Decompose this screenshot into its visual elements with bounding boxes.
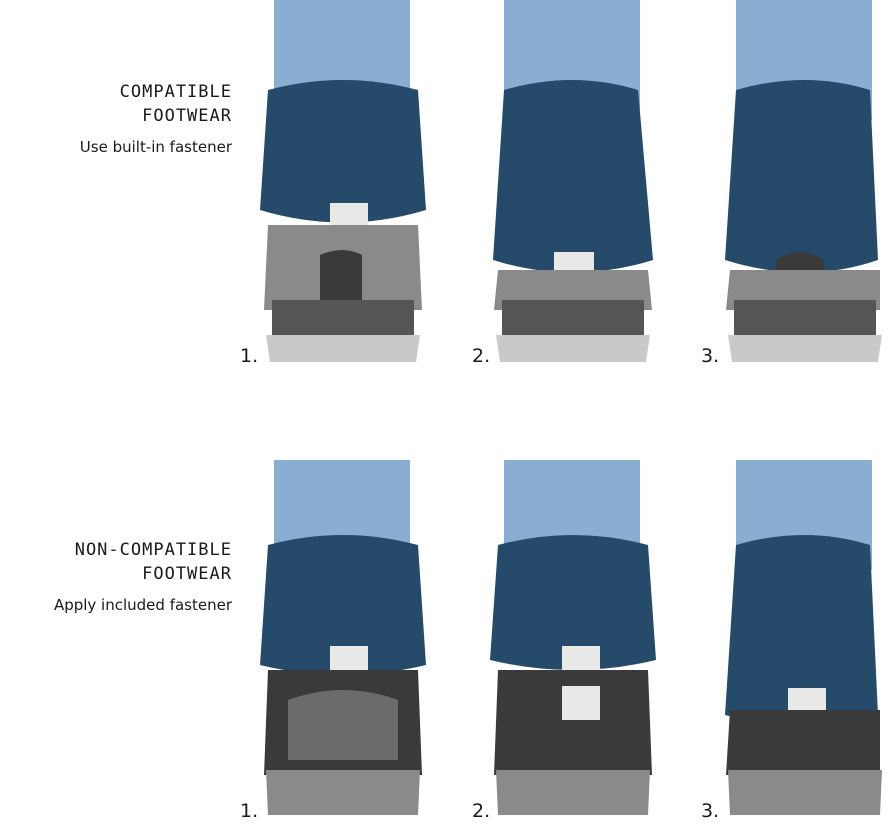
noncompatible-instruction: Apply included fastener xyxy=(53,596,232,614)
compatible-step-3-number: 3. xyxy=(701,345,720,367)
noncompatible-step-1-number: 1. xyxy=(240,800,259,822)
noncompatible-step-3-illustration xyxy=(725,460,882,815)
noncompatible-step-2-illustration xyxy=(490,460,656,815)
noncompatible-label-block: NON-COMPATIBLE FOOTWEAR Apply included f… xyxy=(54,538,232,614)
compatible-heading: COMPATIBLE FOOTWEAR xyxy=(119,82,232,126)
compatible-step-2-number: 2. xyxy=(472,345,491,367)
noncompatible-heading: NON-COMPATIBLE FOOTWEAR xyxy=(74,540,232,584)
compatible-instruction: Use built-in fastener xyxy=(79,138,232,156)
compatible-step-3-illustration xyxy=(725,0,882,362)
compatible-step-1-illustration xyxy=(260,0,426,362)
compatible-step-1-number: 1. xyxy=(240,345,259,367)
noncompatible-step-3-number: 3. xyxy=(701,800,720,822)
compatible-step-2-illustration xyxy=(493,0,653,362)
compatible-label-block: COMPATIBLE FOOTWEAR Use built-in fastene… xyxy=(80,80,232,156)
noncompatible-step-2-number: 2. xyxy=(472,800,491,822)
noncompatible-step-1-illustration xyxy=(260,460,426,815)
